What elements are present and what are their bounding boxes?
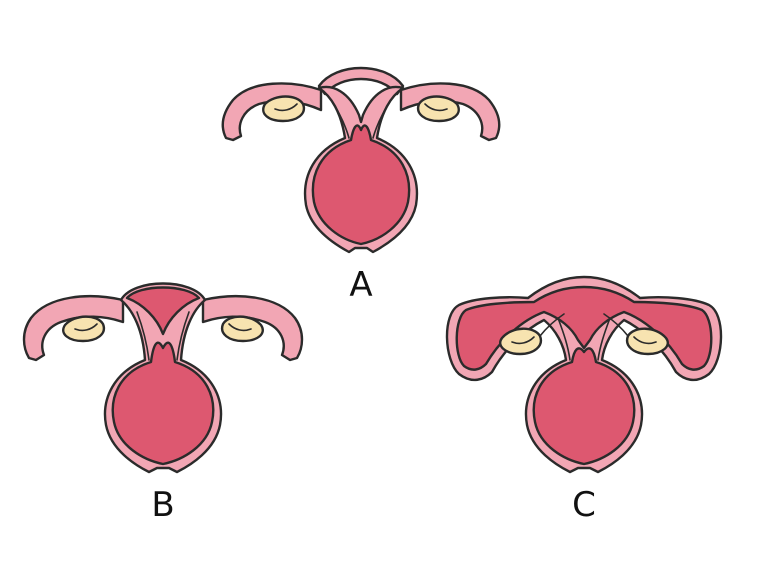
figure-b: B — [22, 282, 304, 525]
figure-c-left-ovary — [499, 313, 565, 356]
figure-b-septum — [125, 286, 201, 336]
figure-b-right-tube — [201, 295, 304, 362]
figure-b-uterine-cavity — [111, 341, 215, 466]
figure-a-left-tube — [221, 82, 323, 142]
figure-c-label: C — [572, 485, 596, 525]
figure-c-uterine-cavity-lower — [532, 347, 636, 466]
figure-c: C — [445, 275, 723, 525]
figure-b-label: B — [151, 485, 174, 525]
figure-b-left-tube — [22, 295, 125, 362]
figure-a-label: A — [349, 265, 372, 305]
figure-a: A — [221, 66, 501, 305]
figure-c-uterine-cavity-upper — [455, 285, 713, 371]
figure-a-uterine-cavity — [311, 124, 411, 246]
figure-c-right-ovary — [603, 313, 669, 356]
figure-a-right-tube — [399, 82, 501, 142]
